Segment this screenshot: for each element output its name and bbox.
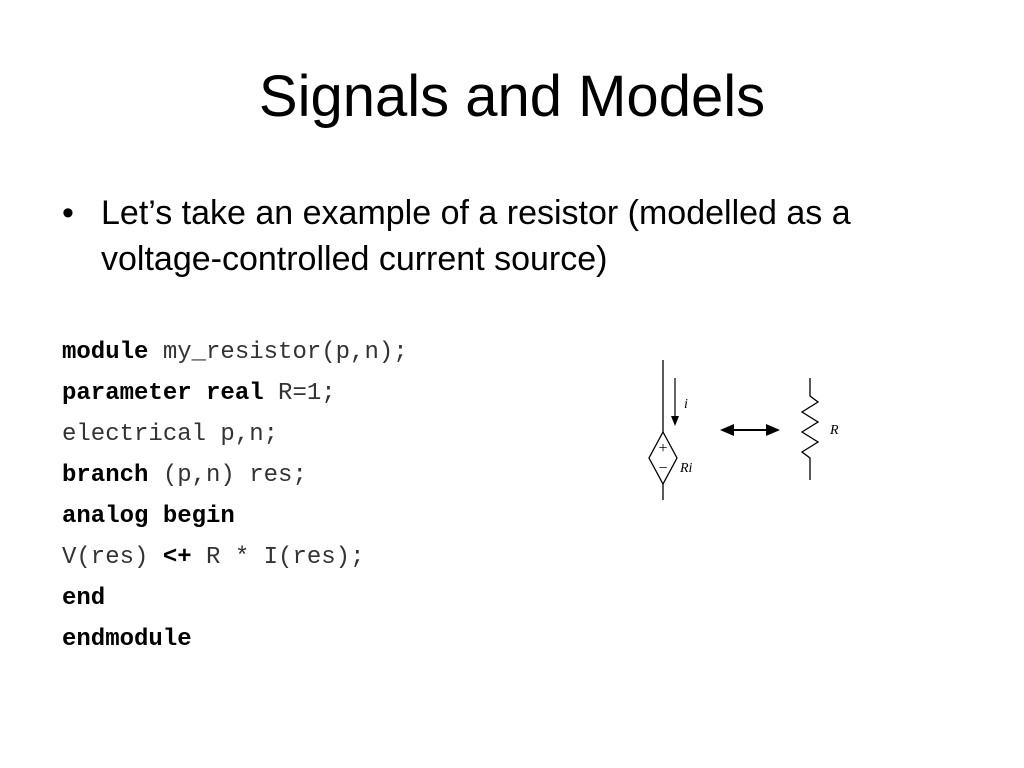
slide-title: Signals and Models	[258, 64, 766, 129]
code-keyword: analog begin	[62, 503, 235, 530]
code-keyword: endmodule	[62, 626, 192, 653]
code-block: module my_resistor(p,n); parameter real …	[62, 334, 408, 662]
current-label: i	[684, 397, 688, 412]
minus-sign: −	[658, 460, 667, 477]
code-keyword: <+	[162, 544, 192, 571]
resistor-symbol	[800, 378, 820, 480]
code-line: parameter real R=1;	[62, 375, 408, 416]
plus-sign: +	[658, 440, 667, 457]
circuit-diagram: + − Ri i R	[648, 360, 839, 500]
code-line: module my_resistor(p,n);	[62, 334, 408, 375]
bullet-item: • Let’s take an example of a resistor (m…	[62, 190, 862, 282]
equivalence-arrow-left-head	[720, 424, 734, 436]
code-text: V(res)	[62, 544, 163, 571]
code-keyword: end	[62, 585, 106, 612]
code-keyword: parameter real	[62, 380, 264, 407]
code-text: R * I(res);	[191, 544, 365, 571]
code-text: electrical p,n;	[62, 421, 279, 448]
bullet-text: Let’s take an example of a resistor (mod…	[101, 194, 851, 278]
code-text: (p,n) res;	[148, 462, 307, 489]
code-line: V(res) <+ R * I(res);	[62, 539, 408, 580]
code-keyword: branch	[62, 462, 149, 489]
dependent-source-diamond	[648, 430, 678, 486]
code-line: end	[62, 580, 408, 621]
equivalence-arrow-right-head	[766, 424, 780, 436]
code-line: endmodule	[62, 621, 408, 662]
current-arrow-head	[671, 416, 679, 426]
source-value-label: Ri	[679, 461, 693, 476]
resistor-label: R	[829, 423, 839, 438]
code-text: R=1;	[263, 380, 336, 407]
code-line: electrical p,n;	[62, 416, 408, 457]
code-line: branch (p,n) res;	[62, 457, 408, 498]
code-line: analog begin	[62, 498, 408, 539]
code-text: my_resistor(p,n);	[148, 339, 408, 366]
bullet-mark: •	[62, 194, 74, 232]
code-keyword: module	[62, 339, 149, 366]
